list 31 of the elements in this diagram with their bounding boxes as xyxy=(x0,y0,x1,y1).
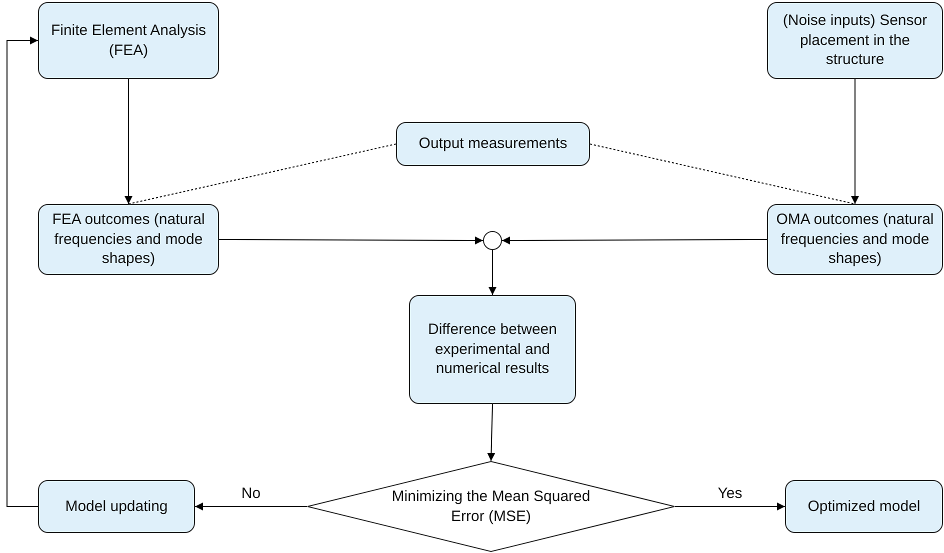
arrow xyxy=(488,250,496,296)
process-box xyxy=(767,2,943,79)
node-text: Output measurements xyxy=(418,134,568,154)
node-text: (Noise inputs) Sensor placement in the structure xyxy=(782,11,928,70)
node-text: OMA outcomes (natural frequencies and mode shapes) xyxy=(775,210,935,269)
process-box xyxy=(38,204,219,275)
arrow xyxy=(487,404,496,462)
node-text: Optimized model xyxy=(808,496,920,516)
process-box xyxy=(785,480,943,533)
arrow xyxy=(124,78,132,204)
process-box xyxy=(38,2,219,79)
arrow xyxy=(218,236,484,244)
dotted-line xyxy=(128,144,396,204)
edge-label: Yes xyxy=(716,484,744,502)
junction-circle xyxy=(483,231,502,250)
process-box xyxy=(409,295,576,404)
process-box xyxy=(396,122,590,166)
node-text: Finite Element Analysis (FEA) xyxy=(50,21,208,60)
arrow xyxy=(194,502,308,510)
node-text: Model updating xyxy=(65,496,168,516)
node-text: Minimizing the Mean Squared Error (MSE) xyxy=(390,487,592,526)
process-box xyxy=(38,480,195,533)
dotted-line xyxy=(590,144,856,204)
node-text: Difference between experimental and numerical results xyxy=(427,320,558,379)
arrow xyxy=(851,78,859,204)
arrow xyxy=(502,236,768,244)
arrow xyxy=(6,36,38,507)
node-text: FEA outcomes (natural frequencies and mode shapes) xyxy=(51,210,206,269)
decision-diamond xyxy=(307,461,675,552)
process-box xyxy=(767,204,943,275)
arrow xyxy=(674,502,786,510)
